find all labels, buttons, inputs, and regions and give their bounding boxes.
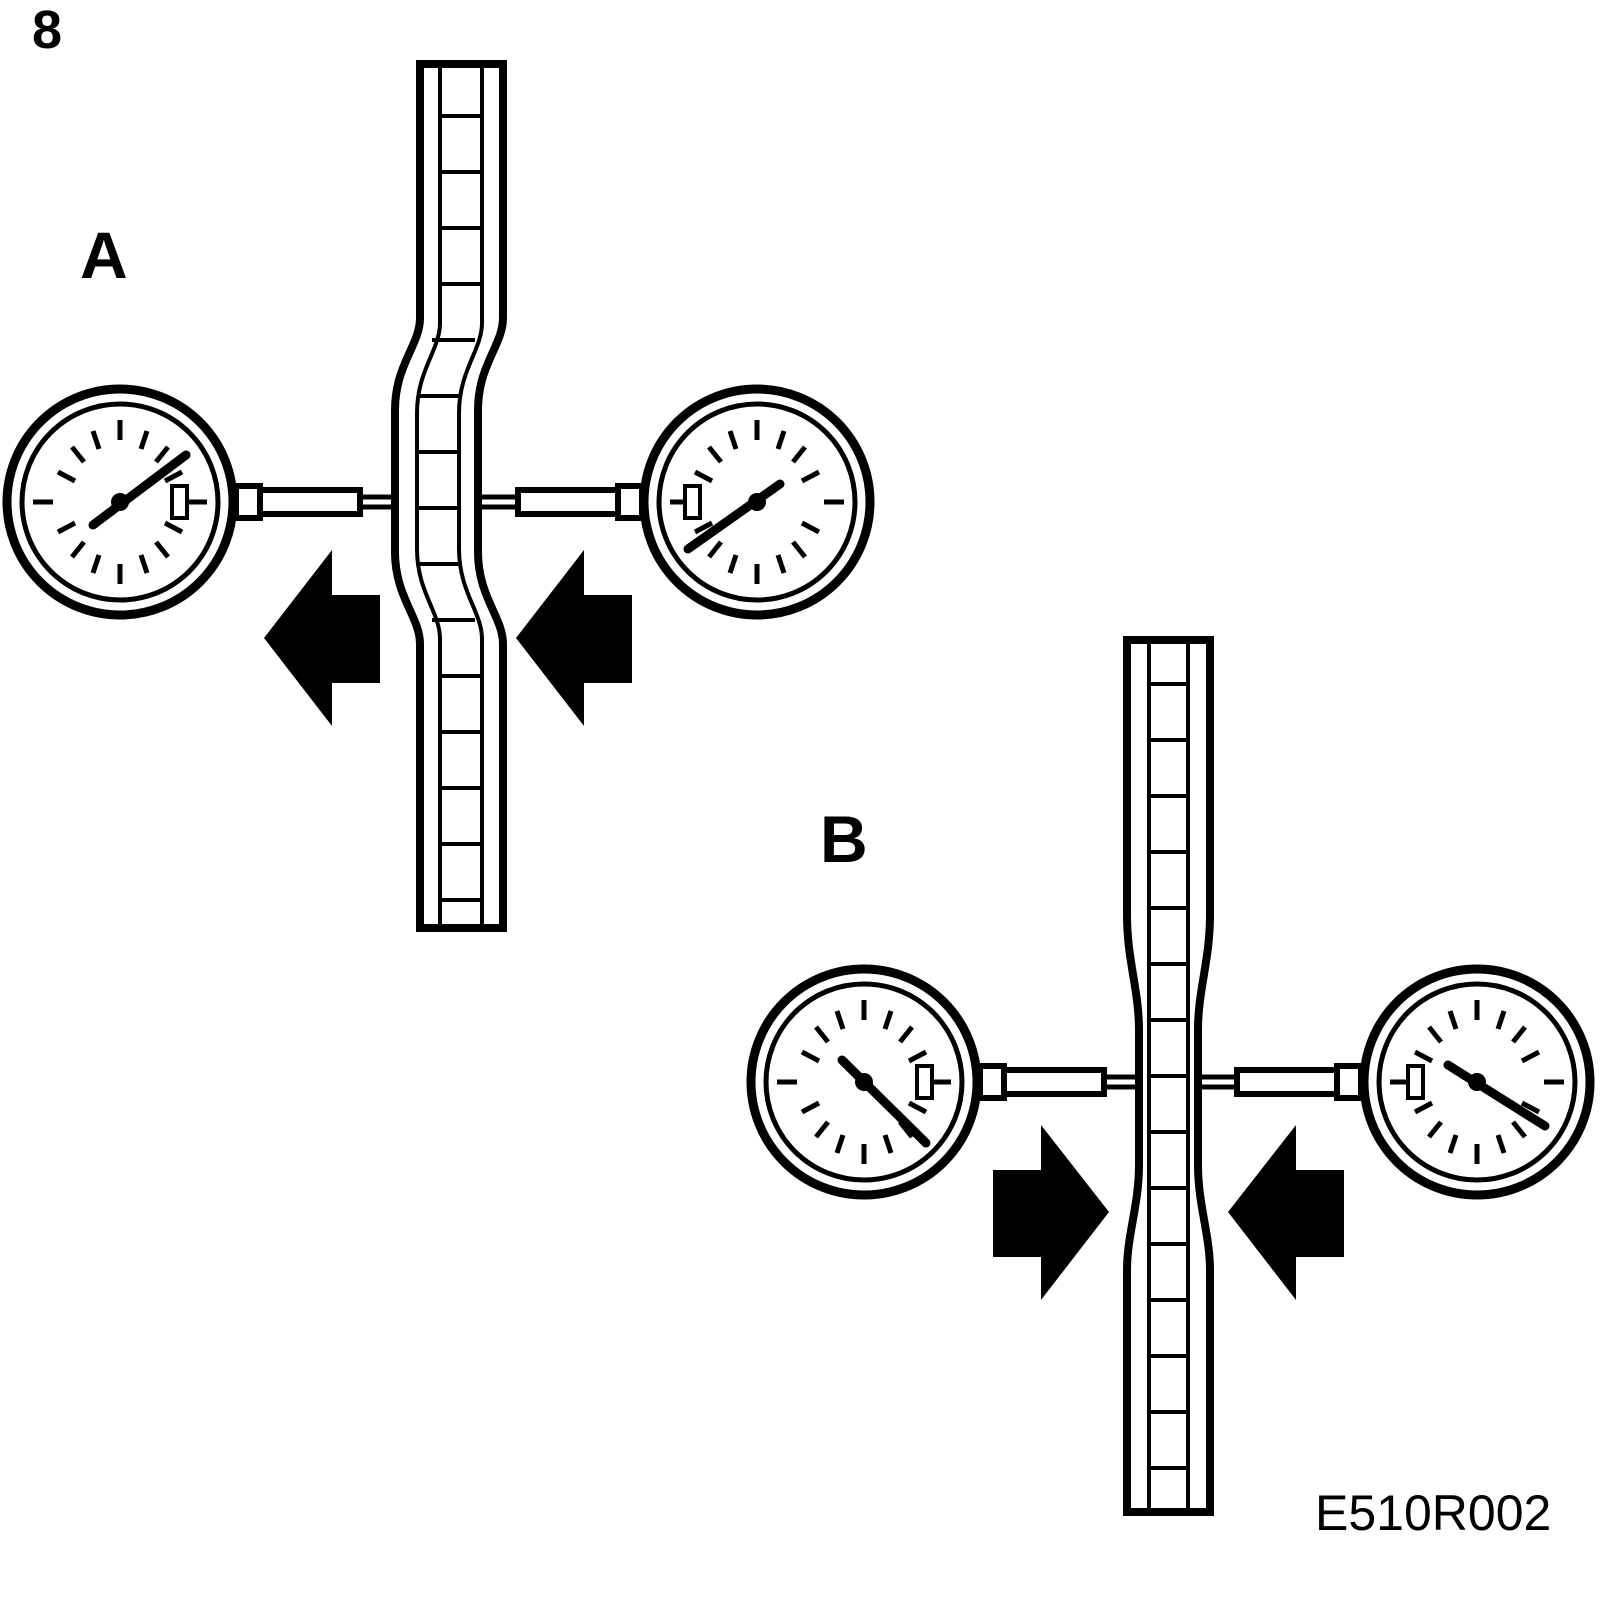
gauge-scale-ticks (33, 420, 207, 584)
gauge-scale-ticks (1390, 1000, 1564, 1164)
arrow-left-icon (264, 550, 380, 726)
dial-gauge-a-left (2, 384, 395, 620)
dial-gauge-b-right (1198, 964, 1595, 1200)
panel-a-label: A (80, 218, 128, 292)
panel-b-label: B (820, 802, 868, 876)
gauge-needle (683, 479, 785, 554)
figure-code: E510R002 (1315, 1485, 1551, 1541)
arrow-right-icon (993, 1125, 1109, 1300)
panel-a (2, 60, 875, 932)
arrow-left-icon (516, 550, 632, 726)
gauge-needle (1443, 1060, 1550, 1131)
dial-gauge-a-right (478, 384, 875, 620)
panel-b (746, 636, 1595, 1516)
arrow-left-icon (1228, 1125, 1344, 1300)
belt-a (391, 60, 507, 932)
gauge-needle (88, 450, 191, 530)
dial-gauge-b-left (746, 964, 1139, 1200)
gauge-scale-ticks (670, 420, 844, 584)
figure-number: 8 (32, 0, 62, 60)
gauge-needle (837, 1055, 931, 1148)
belt-b (1123, 636, 1214, 1516)
